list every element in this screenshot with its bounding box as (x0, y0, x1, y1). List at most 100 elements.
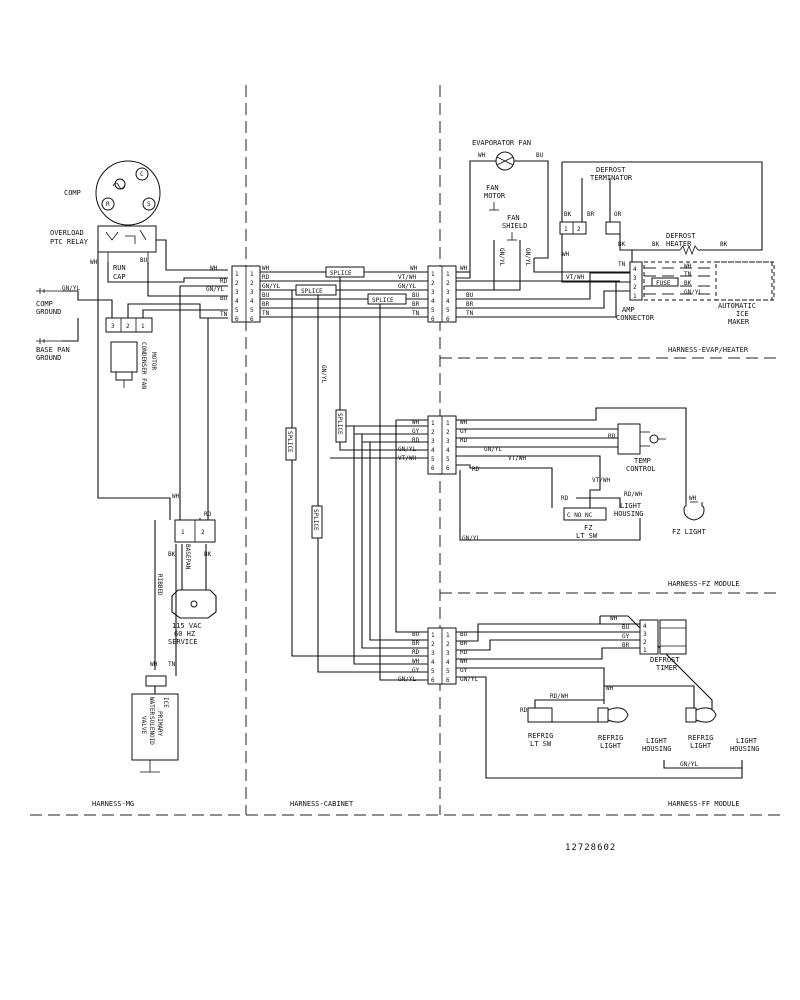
comp-ground-label-2: GROUND (36, 308, 61, 316)
svg-text:3: 3 (431, 650, 435, 657)
refrig-light-bulb-2 (685, 707, 717, 723)
svg-text:3: 3 (431, 438, 435, 445)
svg-text:4: 4 (431, 447, 435, 454)
wire-label-bu-e: BU (412, 292, 420, 299)
wire-label-gy-ff1: GY (412, 667, 420, 674)
svg-text:1: 1 (564, 226, 568, 233)
wire-label-wh-1: WH (210, 265, 218, 272)
svg-text:2: 2 (201, 529, 205, 536)
fz-light-housing-label-1: LIGHT (620, 502, 642, 510)
svg-text:2: 2 (446, 280, 450, 287)
wire-label-gnyl-im: GN/YL (684, 289, 702, 296)
defrost-heater-label-1: DEFROST (666, 232, 696, 240)
wire-label-gnyl-ff1: GN/YL (398, 676, 416, 683)
svg-text:6: 6 (235, 316, 239, 323)
wire-label-br-e: BR (412, 301, 420, 308)
wire-label-wh-dt: WH (610, 615, 618, 622)
splice-label-2: SPLICE (301, 288, 323, 295)
base-pan-ground-label-1: BASE PAN (36, 346, 70, 354)
svg-text:6: 6 (431, 465, 435, 472)
wire-label-wh-fz2: WH (460, 419, 468, 426)
splice-label-3: SPLICE (372, 297, 394, 304)
fz-lt-sw-label-2: LT SW (576, 532, 598, 540)
fz-light-bulb (683, 501, 705, 521)
defrost-timer-label-1: DEFROST (650, 656, 680, 664)
svg-text:1: 1 (446, 420, 450, 427)
svg-text:1: 1 (431, 632, 435, 639)
wire-label-br-ff2: BR (460, 640, 468, 647)
service-label-1: 115 VAC (172, 622, 202, 630)
wire-label-rd-basepan: RD (204, 511, 212, 518)
wire-label-gy-fz1: GY (412, 428, 420, 435)
wire-label-br-ev: BR (466, 301, 474, 308)
ribbed-label: RIBBED (156, 574, 163, 596)
wire-label-gnyl-fz1: GN/YL (398, 446, 416, 453)
svg-text:2: 2 (126, 323, 130, 330)
comp-s-label: S (147, 201, 151, 208)
wire-label-gnyl-fz3: GN/YL (462, 535, 480, 542)
comp-label: COMP (64, 189, 81, 197)
svg-text:2: 2 (431, 641, 435, 648)
fz-light-housing-label-2: HOUSING (614, 510, 644, 518)
splice-boxes: SPLICE SPLICE SPLICE SPLICE SPLICE SPLIC… (285, 266, 407, 539)
svg-text:3: 3 (633, 275, 637, 282)
wire-label-tn-ev: TN (466, 310, 474, 317)
splice-label-1: SPLICE (330, 270, 352, 277)
wire-label-wh: WH (90, 259, 98, 266)
svg-text:2: 2 (643, 639, 647, 646)
wire-label-gy-ff2: GY (460, 667, 468, 674)
svg-text:5: 5 (446, 668, 450, 675)
amp-conn-label-2: CONNECTOR (616, 314, 655, 322)
svg-text:5: 5 (235, 307, 239, 314)
fan-motor-label-1: FAN (486, 184, 499, 192)
defrost-heater-label-2: HEATER (666, 240, 692, 248)
wire-label-br-cab: BR (262, 301, 270, 308)
refrig-lt-sw-label-2: LT SW (530, 740, 552, 748)
wire-label-gnyl-ff2: GN/YL (460, 676, 478, 683)
fuse-label: FUSE (656, 280, 671, 287)
wire-label-vtwh-e: VT/WH (398, 274, 416, 281)
compressor: C S R (95, 160, 161, 226)
wire-label-bu-ff1: BU (412, 631, 420, 638)
ff-light-housing-1-label-2: HOUSING (642, 745, 672, 753)
splice-box-3 (367, 293, 407, 305)
wire-label-bu-1: BU (220, 295, 228, 302)
svg-text:3: 3 (250, 289, 254, 296)
run-cap-label-1: RUN (113, 264, 126, 272)
svg-text:6: 6 (446, 465, 450, 472)
svg-text:6: 6 (431, 316, 435, 323)
wire-label-vtwh-sw1: VT/WH (592, 477, 610, 484)
svg-text:6: 6 (250, 316, 254, 323)
ice-maker-label-1: AUTOMATIC (718, 302, 756, 310)
wire-label-wh-cab: WH (262, 265, 270, 272)
svg-text:2: 2 (446, 429, 450, 436)
wire-label-gnyl-motor: GN/YL (498, 248, 505, 266)
temp-control-label-2: CONTROL (626, 465, 656, 473)
wire-label-rd-ff2: RD (460, 649, 468, 656)
wire-label-bu-dt: BU (622, 624, 630, 631)
svg-text:2: 2 (633, 284, 637, 291)
ice-maker-label-2: ICE (736, 310, 749, 318)
fan-shield-label-2: SHIELD (502, 222, 527, 230)
svg-text:2: 2 (250, 280, 254, 287)
svg-text:4: 4 (633, 266, 637, 273)
wire-label-wh-rl: WH (606, 685, 614, 692)
splice-box-4 (335, 409, 347, 443)
ff-light-housing-2-label-2: HOUSING (730, 745, 760, 753)
evaporator-fan (456, 151, 549, 279)
svg-text:1: 1 (250, 271, 254, 278)
service-label-3: SERVICE (168, 638, 198, 646)
wire-label-br-ff1: BR (412, 640, 420, 647)
svg-text:3: 3 (235, 289, 239, 296)
svg-text:3: 3 (446, 650, 450, 657)
refrig-light-1-label-1: REFRIG (598, 734, 623, 742)
defrost-term-label-1: DEFROST (596, 166, 626, 174)
section-label-cabinet: HARNESS-CABINET (290, 800, 354, 808)
fz-wiring (456, 407, 687, 541)
svg-text:4: 4 (446, 447, 450, 454)
svg-text:3: 3 (111, 323, 115, 330)
svg-text:2: 2 (235, 280, 239, 287)
